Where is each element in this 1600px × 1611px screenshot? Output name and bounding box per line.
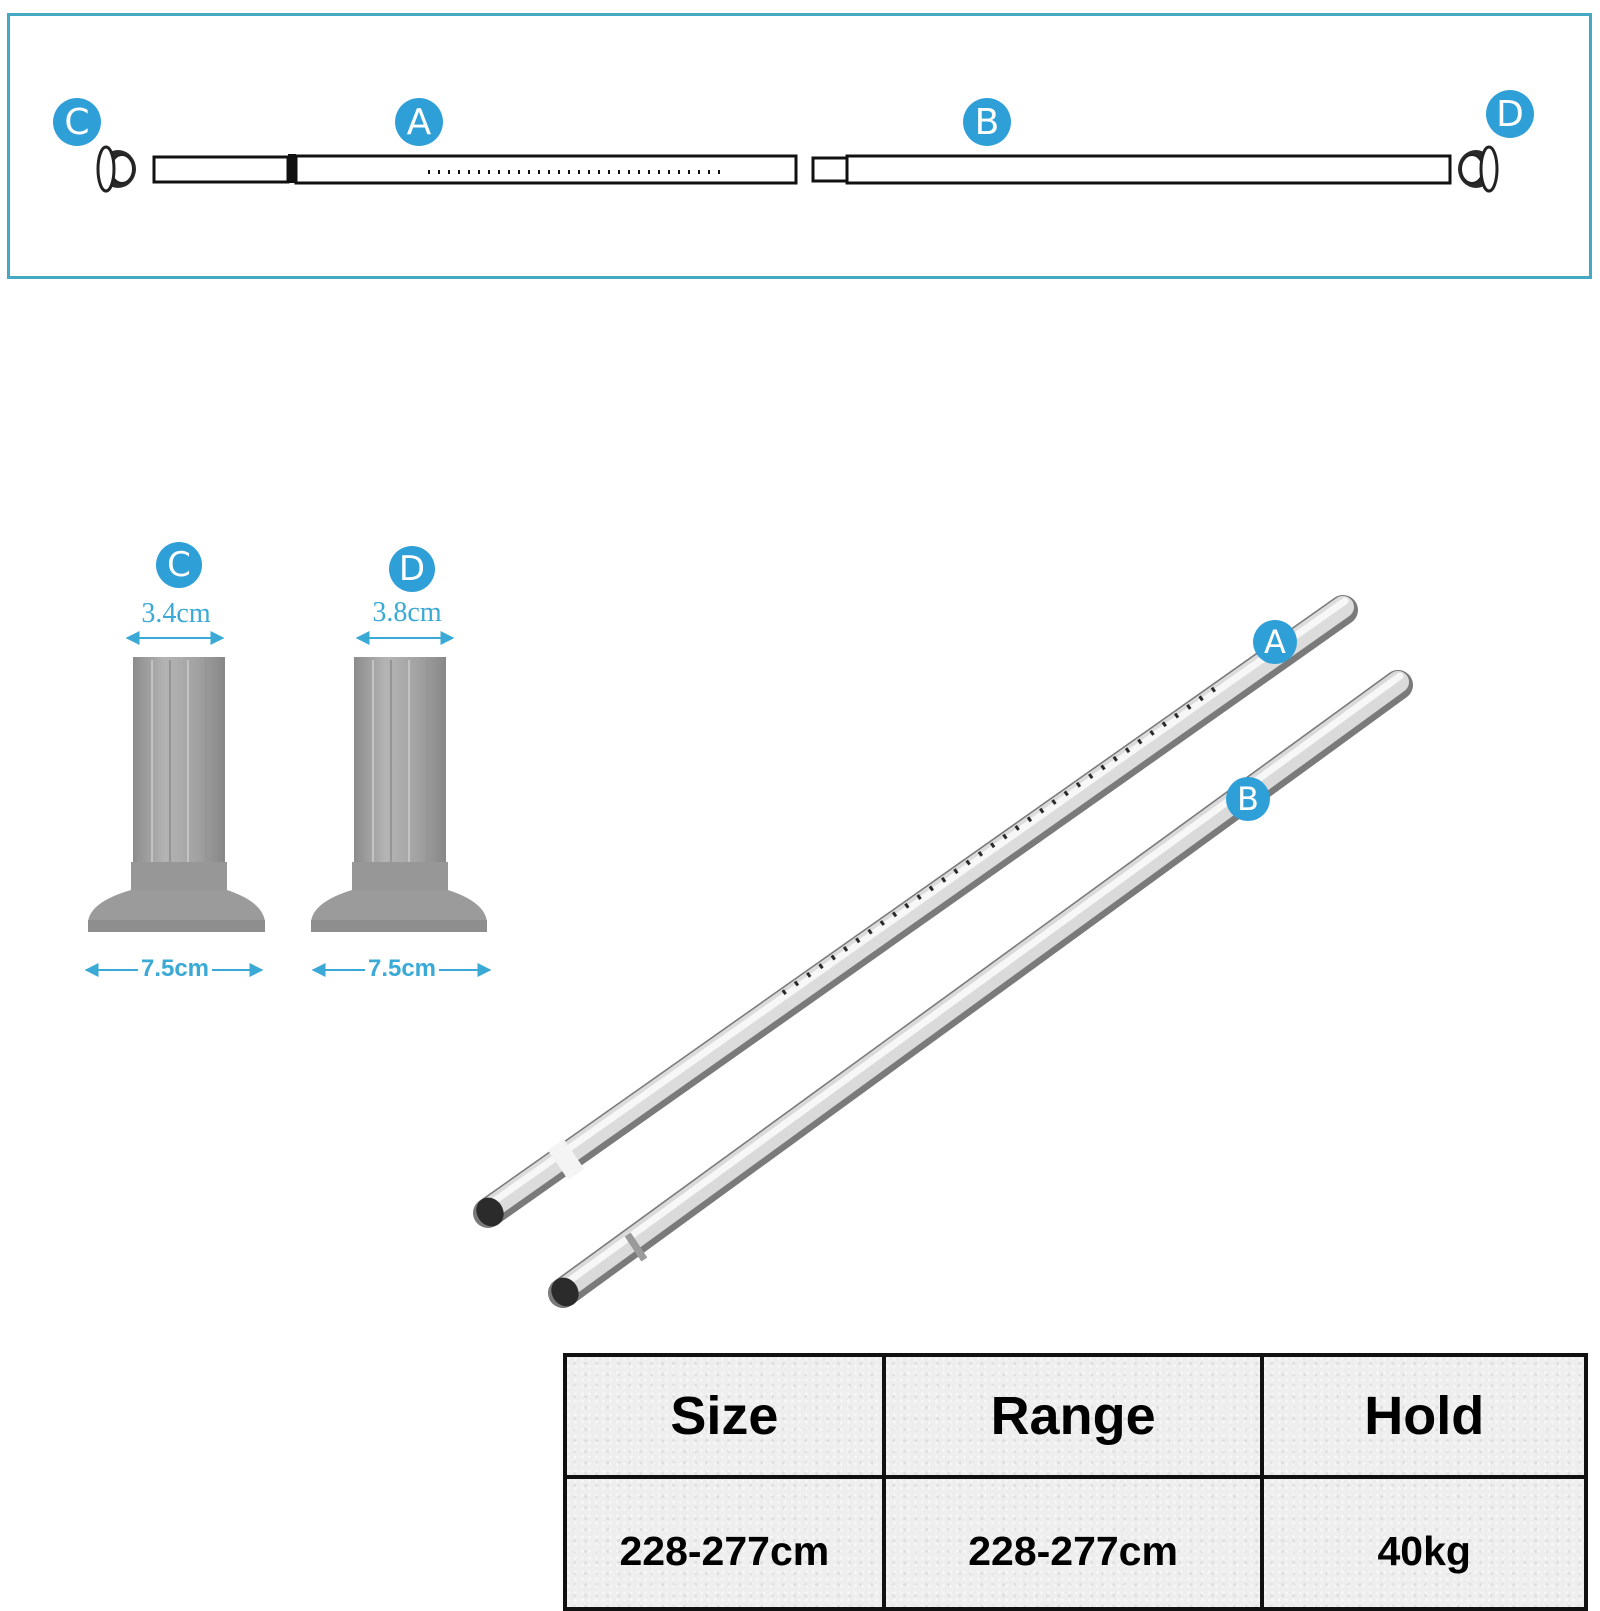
tube-b-drawing bbox=[811, 154, 1452, 185]
top-diameter-d: 3.8cm bbox=[372, 597, 442, 628]
spec-header-size: Size bbox=[563, 1353, 886, 1479]
end-cap-c-drawing bbox=[96, 145, 136, 193]
tube-a-drawing bbox=[152, 154, 798, 185]
assembly-diagram-frame bbox=[7, 13, 1592, 279]
badge-d-diagram: D bbox=[1486, 90, 1534, 138]
badge-a-diagram: A bbox=[395, 98, 443, 146]
badge-c-diagram: C bbox=[53, 98, 101, 146]
end-caps-illustration bbox=[84, 631, 492, 977]
tube-b bbox=[548, 670, 1413, 1308]
badge-b-diagram: B bbox=[963, 98, 1011, 146]
spec-value-hold: 40kg bbox=[1260, 1475, 1588, 1611]
badge-a-tube: A bbox=[1253, 620, 1297, 664]
badge-d-part: D bbox=[389, 546, 435, 592]
spec-header-hold: Hold bbox=[1260, 1353, 1588, 1479]
spec-table-header-row: Size Range Hold bbox=[563, 1353, 1588, 1479]
end-cap-d-drawing bbox=[1458, 145, 1499, 193]
top-diameter-c: 3.4cm bbox=[141, 598, 211, 629]
badge-c-part: C bbox=[156, 542, 202, 588]
tubes-illustration bbox=[473, 595, 1413, 1308]
spec-header-range: Range bbox=[881, 1353, 1265, 1479]
spec-table: Size Range Hold 228-277cm 228-277cm 40kg bbox=[563, 1353, 1588, 1611]
badge-b-tube: B bbox=[1226, 777, 1270, 821]
spec-table-value-row: 228-277cm 228-277cm 40kg bbox=[563, 1475, 1588, 1611]
spec-value-size: 228-277cm bbox=[563, 1475, 886, 1611]
assembly-diagram bbox=[96, 145, 1499, 193]
base-width-d: 7.5cm bbox=[364, 955, 440, 983]
base-width-c: 7.5cm bbox=[137, 955, 213, 983]
end-cap-c bbox=[88, 657, 265, 932]
tube-a bbox=[473, 595, 1358, 1228]
spec-value-range: 228-277cm bbox=[881, 1475, 1265, 1611]
end-cap-d bbox=[311, 657, 487, 932]
